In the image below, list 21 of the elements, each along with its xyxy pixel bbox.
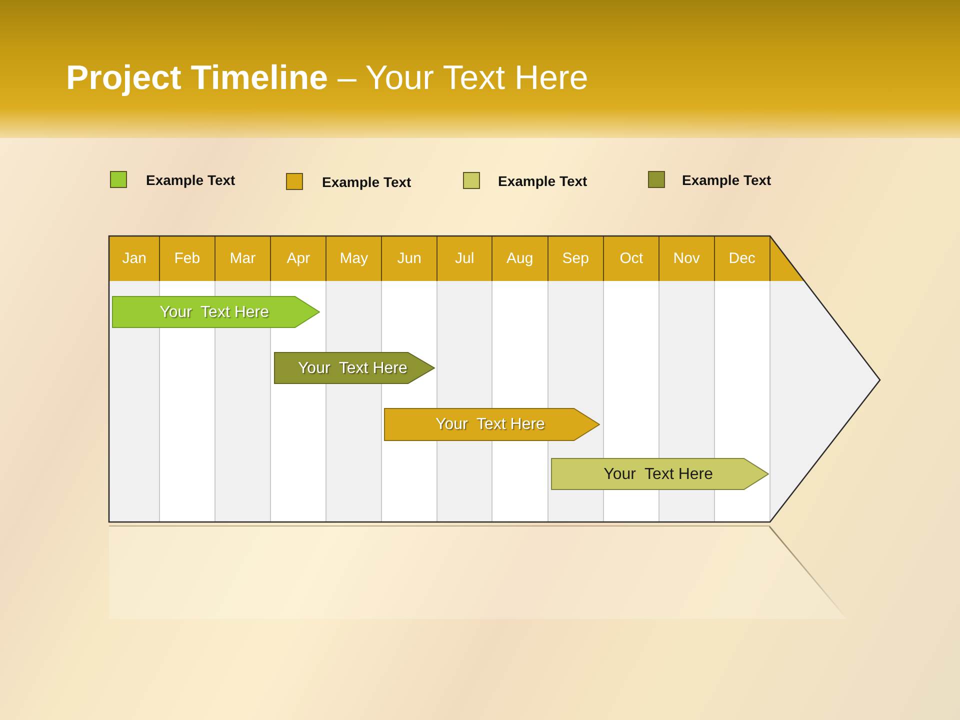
month-label: Jan (122, 250, 146, 268)
month-label: Oct (620, 250, 644, 268)
month-label: Sep (562, 250, 589, 268)
month-label: Apr (286, 250, 310, 268)
timeline-bar: Your Text Here (384, 408, 600, 441)
month-label: Aug (506, 250, 534, 268)
slide-title: Project Timeline – Your Text Here (66, 58, 588, 99)
month-label: Dec (728, 250, 756, 268)
timeline-bar: Your Text Here (274, 352, 435, 384)
legend-label: Example Text (146, 172, 236, 189)
month-label: Nov (673, 250, 700, 268)
legend-label: Example Text (682, 172, 772, 189)
month-label: Mar (230, 250, 256, 268)
month-label: Feb (174, 250, 200, 268)
month-label: May (340, 250, 368, 268)
legend-label: Example Text (322, 174, 412, 191)
timeline-bar: Your Text Here (551, 458, 769, 490)
timeline-bar: Your Text Here (112, 296, 320, 328)
month-label: Jul (455, 250, 474, 268)
legend-label: Example Text (498, 173, 588, 190)
month-label: Jun (397, 250, 422, 268)
